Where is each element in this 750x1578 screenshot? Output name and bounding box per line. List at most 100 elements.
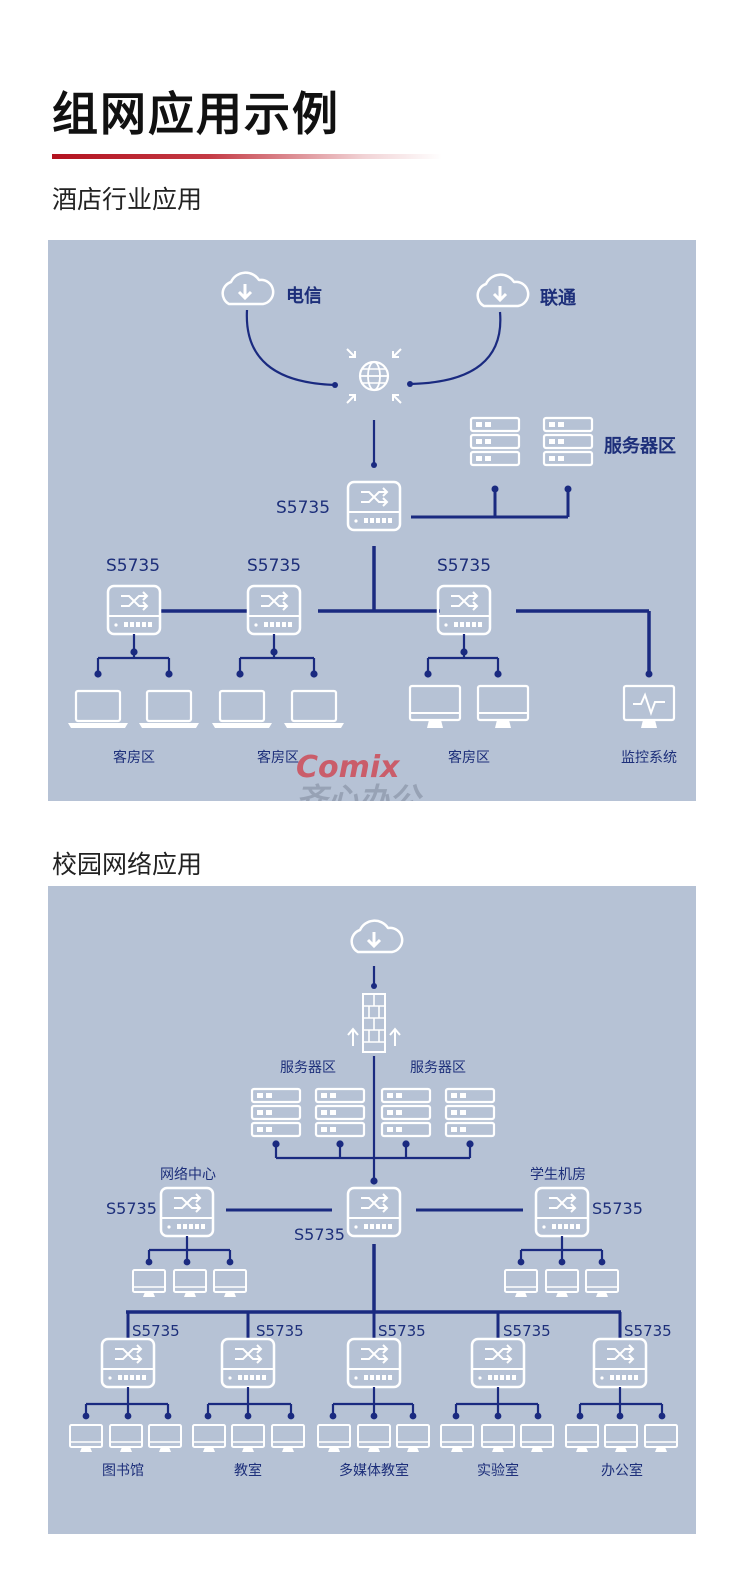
switch-label: S5735 [592, 1199, 643, 1218]
switch-icon [592, 1337, 648, 1389]
pc-icon [396, 1424, 430, 1453]
guest-room-label: 客房区 [257, 749, 299, 766]
isp-unicom-label: 联通 [540, 288, 576, 309]
hotel-section-label: 酒店行业应用 [52, 185, 203, 214]
switch-icon [470, 1337, 526, 1389]
isp-telecom-label: 电信 [286, 285, 322, 307]
classroom-label: 教室 [234, 1462, 262, 1479]
server-zone-left-label: 服务器区 [280, 1060, 336, 1076]
pc-icon [504, 1269, 538, 1298]
title-underline [52, 154, 442, 159]
switch-label: S5735 [378, 1322, 426, 1340]
uplink-line [409, 311, 502, 386]
core-switch-label: S5735 [276, 498, 330, 518]
monitor-icon [408, 684, 462, 730]
core-switch-label: S5735 [294, 1225, 345, 1244]
guest-room-label: 客房区 [113, 749, 155, 766]
switch-icon [346, 1186, 402, 1238]
link-node [371, 462, 377, 468]
pc-icon [213, 1269, 247, 1298]
switch-icon [436, 584, 492, 636]
monitoring-system-label: 监控系统 [621, 750, 677, 766]
link-node [407, 381, 413, 387]
campus-diagram-panel: 服务器区 服务器区 S5735 网络中心 S5735 学生机房 S5735 [48, 886, 696, 1534]
laptop-icon [210, 689, 274, 730]
pc-icon [585, 1269, 619, 1298]
hotel-network-diagram: 电信 联通 服务器区 S5735 S5735 S5735 S5735 [66, 271, 677, 801]
pc-icon [192, 1424, 226, 1453]
switch-icon [534, 1186, 590, 1238]
endpoint-links [94, 634, 502, 678]
laptop-icon [137, 689, 201, 730]
pc-icon [148, 1424, 182, 1453]
switch-icon [159, 1186, 215, 1238]
cloud-download-icon [350, 919, 404, 954]
link-node [332, 382, 338, 388]
laboratory-label: 实验室 [477, 1462, 519, 1479]
pc-icon [69, 1424, 103, 1453]
switch-icon [106, 584, 162, 636]
pc-icon [604, 1424, 638, 1453]
switch-icon [346, 1337, 402, 1389]
switch-label: S5735 [106, 556, 160, 576]
pc-icon [440, 1424, 474, 1453]
server-zone-right-label: 服务器区 [410, 1060, 466, 1076]
link-node [645, 670, 653, 678]
switch-label: S5735 [247, 556, 301, 576]
firewall-icon [347, 993, 401, 1053]
office-label: 办公室 [601, 1462, 643, 1479]
switch-label: S5735 [132, 1322, 180, 1340]
uplink-line [245, 309, 336, 387]
switch-label: S5735 [437, 556, 491, 576]
cloud-download-icon [221, 271, 275, 306]
pc-icon [565, 1424, 599, 1453]
pc-icon [231, 1424, 265, 1453]
pc-icon [271, 1424, 305, 1453]
pc-icon [481, 1424, 515, 1453]
pc-icon [357, 1424, 391, 1453]
server-zone-label: 服务器区 [604, 435, 676, 457]
watermark-brand: Comix [296, 750, 401, 785]
server-icon [380, 1087, 432, 1138]
bus-drops [126, 1312, 622, 1338]
campus-section-label: 校园网络应用 [52, 850, 203, 879]
switch-icon [246, 584, 302, 636]
server-icon [542, 416, 594, 467]
campus-network-diagram: 服务器区 服务器区 S5735 网络中心 S5735 学生机房 S5735 [69, 919, 678, 1479]
server-icon [469, 416, 521, 467]
library-label: 图书馆 [102, 1463, 144, 1479]
student-lab-label: 学生机房 [530, 1167, 586, 1183]
pc-icon [644, 1424, 678, 1453]
pc-icon [317, 1424, 351, 1453]
globe-internet-icon [346, 348, 402, 404]
switch-icon [220, 1337, 276, 1389]
pc-icon [132, 1269, 166, 1298]
bottom-pc-links [82, 1387, 666, 1420]
surveillance-monitor-icon [622, 684, 676, 728]
switch-label: S5735 [624, 1322, 672, 1340]
bottom-pcs [69, 1424, 678, 1453]
switch-label: S5735 [106, 1199, 157, 1218]
pc-icon [173, 1269, 207, 1298]
side-pc-links [145, 1236, 606, 1266]
server-icon [314, 1087, 366, 1138]
switch-label: S5735 [256, 1322, 304, 1340]
pc-icon [545, 1269, 579, 1298]
guest-room-label: 客房区 [448, 749, 490, 766]
pc-icon [520, 1424, 554, 1453]
hotel-diagram-panel: 电信 联通 服务器区 S5735 S5735 S5735 S5735 [48, 240, 696, 801]
switch-icon [346, 480, 402, 532]
page-title: 组网应用示例 [52, 87, 340, 141]
server-links [272, 1140, 474, 1185]
laptop-icon [66, 689, 130, 730]
watermark-name: 齐心办公 [296, 782, 424, 801]
network-center-label: 网络中心 [160, 1167, 216, 1183]
multimedia-classroom-label: 多媒体教室 [339, 1462, 409, 1479]
comix-watermark: Comix 齐心办公 [296, 750, 424, 801]
pc-icon [109, 1424, 143, 1453]
monitor-icon [476, 684, 530, 730]
cloud-download-icon [476, 273, 530, 308]
laptop-icon [282, 689, 346, 730]
switch-icon [100, 1337, 156, 1389]
server-icon [444, 1087, 496, 1138]
